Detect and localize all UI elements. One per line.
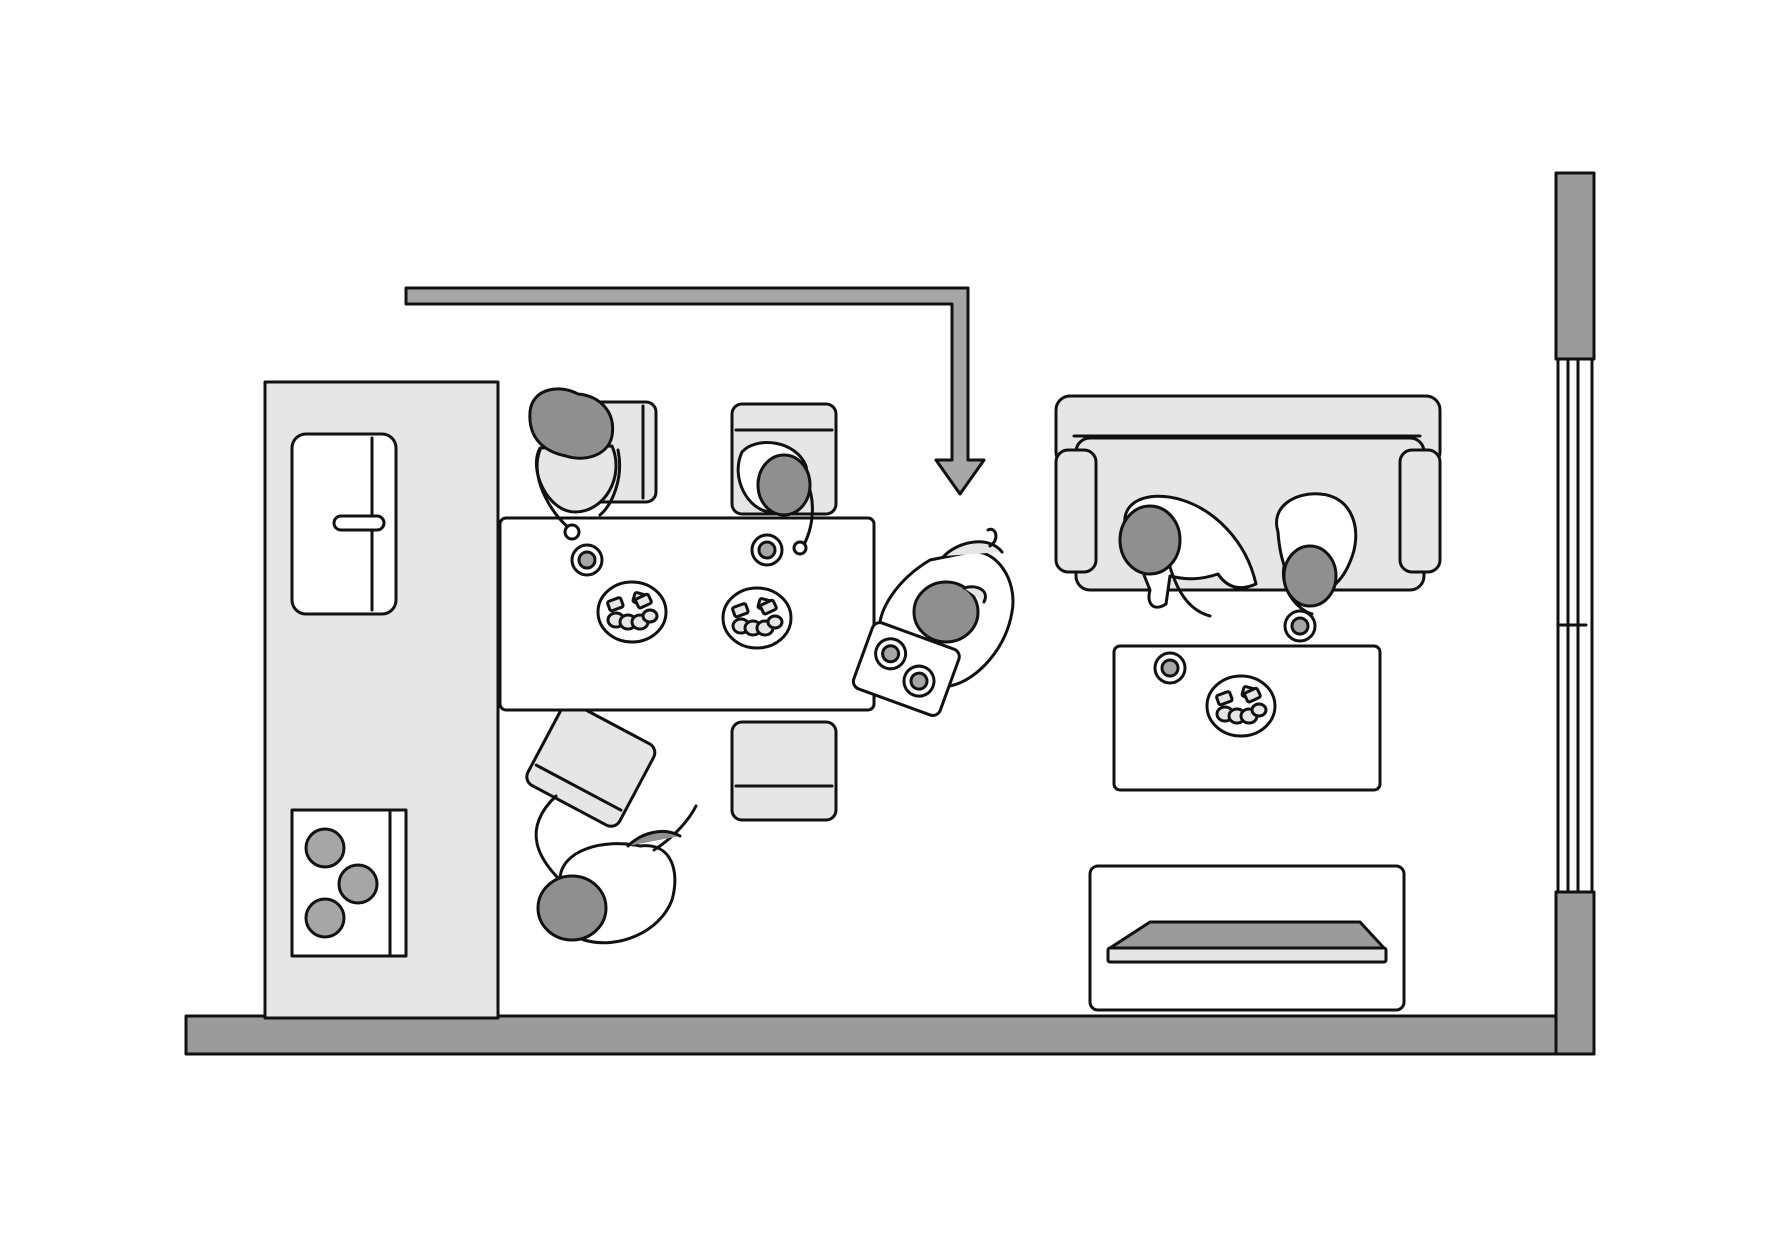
person-with-tray <box>851 527 1015 717</box>
cup-icon <box>570 543 604 577</box>
burner-icon <box>304 827 346 869</box>
plate-icon <box>721 586 793 650</box>
tv-console <box>1088 864 1406 1012</box>
tv-screen <box>1108 920 1386 950</box>
walls <box>184 171 1596 1056</box>
window <box>1556 357 1594 894</box>
right-wall-upper <box>1554 171 1596 361</box>
cooktop <box>290 808 408 958</box>
cup-icon <box>750 533 784 567</box>
kitchen-counter <box>263 380 500 1020</box>
dining-table <box>498 516 876 712</box>
burner-icon <box>304 897 346 939</box>
cup-icon <box>1153 651 1187 685</box>
burner-icon <box>337 863 379 905</box>
person-sofa-right <box>1275 492 1358 643</box>
person-standing-top-left <box>528 387 622 541</box>
coffee-table <box>1112 644 1382 792</box>
arrow-down-icon <box>404 286 986 496</box>
chair-bottom-right <box>730 720 838 822</box>
plate-icon <box>596 580 668 644</box>
person-walking-bottom <box>534 794 698 945</box>
refrigerator <box>290 432 398 616</box>
person-seated-top <box>736 441 814 556</box>
cup-icon <box>1283 609 1317 643</box>
tray <box>851 621 961 717</box>
person-sofa-left <box>1118 494 1258 618</box>
plate-icon <box>1205 674 1277 738</box>
chair-bottom-left <box>525 701 657 828</box>
right-wall-lower <box>1554 890 1596 1056</box>
bottom-wall <box>184 1014 1596 1056</box>
